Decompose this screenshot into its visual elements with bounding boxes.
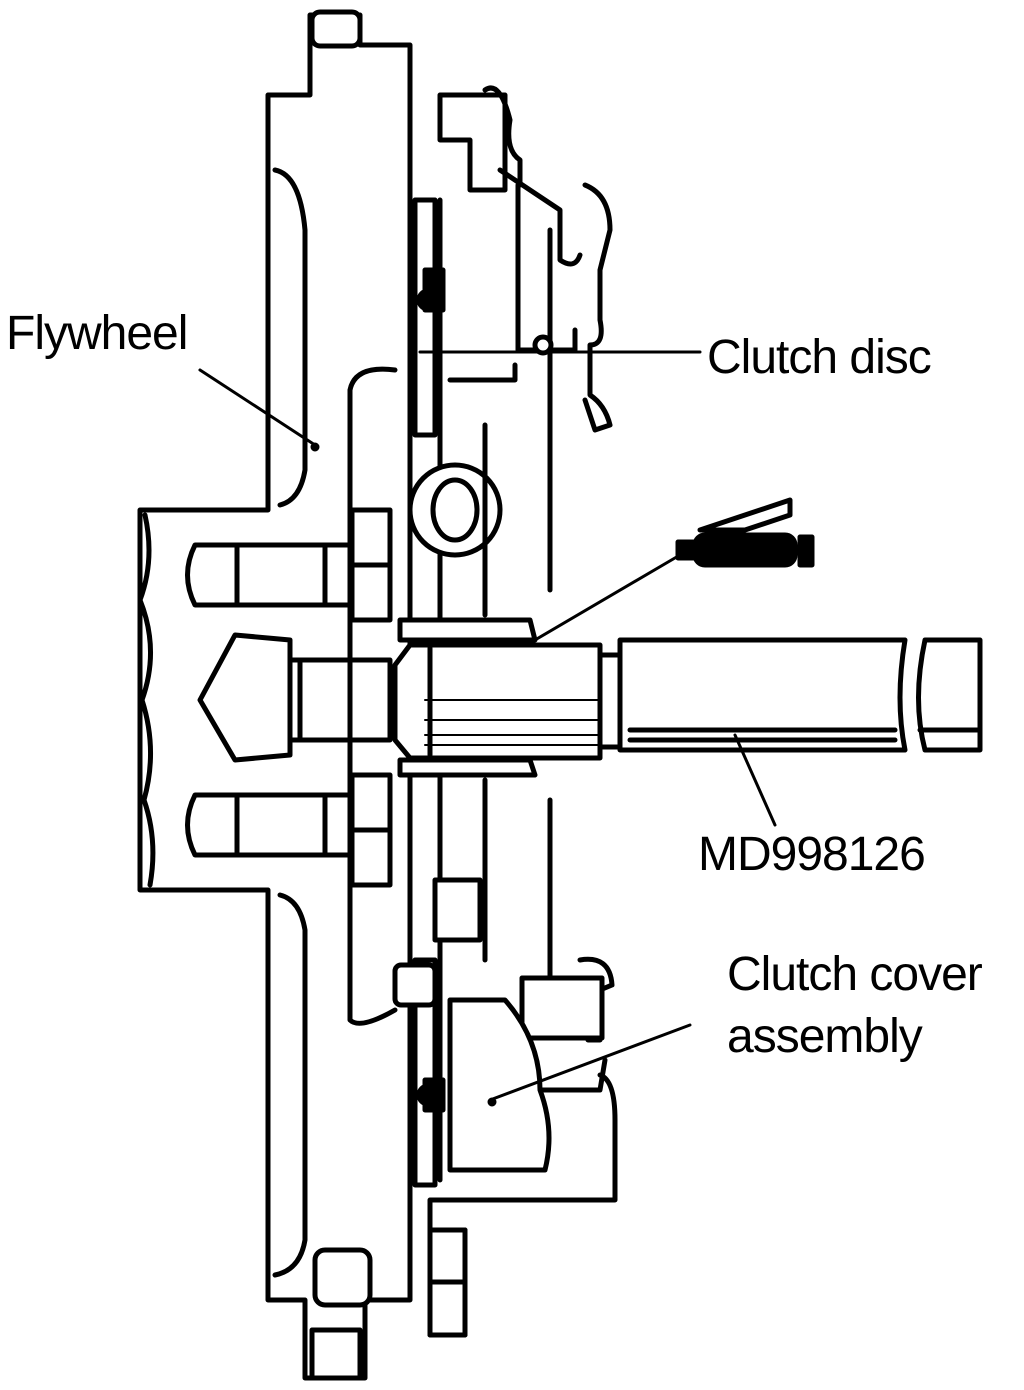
label-clutch-disc: Clutch disc — [707, 331, 932, 384]
flywheel-face — [350, 369, 395, 1023]
special-tool-md998126 — [395, 640, 980, 758]
crankshaft-bolt-upper — [188, 545, 351, 605]
grease-applicator-icon — [678, 500, 812, 565]
label-clutch-cover-line2: assembly — [727, 1010, 923, 1063]
leader-flywheel — [200, 370, 315, 445]
label-flywheel: Flywheel — [6, 307, 188, 360]
leader-md998126 — [735, 735, 775, 825]
crankshaft-bolt-lower — [188, 795, 351, 855]
leader-clutch-cover — [490, 1025, 690, 1100]
pilot-bearing — [200, 635, 390, 760]
leader-lines — [200, 352, 775, 1105]
label-clutch-cover-line1: Clutch cover — [727, 948, 983, 1001]
label-special-tool: MD998126 — [698, 828, 926, 881]
clutch-cover-assembly — [395, 88, 615, 1335]
tool-hatch — [425, 700, 600, 745]
leader-grease — [535, 555, 680, 640]
label-clutch-cover-assembly: Clutch cover assembly — [727, 944, 983, 1068]
clutch-disc — [400, 200, 535, 1185]
